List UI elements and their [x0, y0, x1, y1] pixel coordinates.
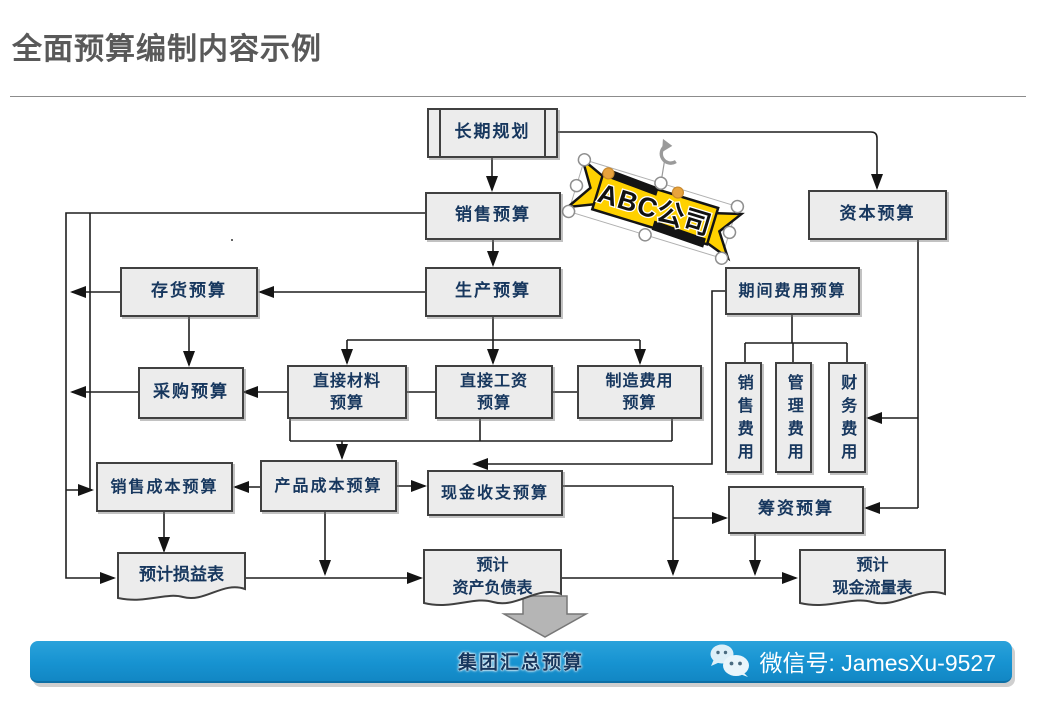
node-inventory-budget: 存货预算 — [120, 267, 258, 317]
document-shapes — [117, 549, 946, 607]
title-divider — [10, 96, 1026, 97]
page-title: 全面预算编制内容示例 — [12, 33, 322, 66]
doc-balance-sheet — [423, 549, 562, 607]
doc-income-statement — [117, 552, 246, 601]
node-direct-labor-budget: 直接工资 预算 — [435, 365, 553, 419]
node-production-budget: 生产预算 — [425, 267, 561, 317]
stray-dot — [231, 239, 233, 241]
node-financing-budget: 筹资预算 — [728, 486, 864, 534]
abc-company-banner[interactable]: ABC公司 — [561, 117, 756, 266]
node-period-expense-budget: 期间费用预算 — [725, 267, 860, 315]
ribbon-shape[interactable] — [563, 155, 745, 262]
node-cogs-budget: 销售成本预算 — [96, 462, 233, 512]
predefined-bar-right — [544, 110, 546, 156]
selection-handles[interactable] — [561, 152, 745, 265]
group-budget-bar: 集团汇总预算 微信号: JamesXu-9527 — [30, 641, 1012, 683]
wechat-watermark: 微信号: JamesXu-9527 — [709, 641, 996, 681]
doc-cashflow-statement — [799, 549, 946, 607]
node-sales-budget: 销售预算 — [425, 192, 561, 240]
node-cash-budget: 现金收支预算 — [427, 470, 563, 516]
node-direct-material-budget: 直接材料 预算 — [287, 365, 407, 419]
big-down-arrow — [501, 595, 589, 638]
node-mfg-overhead-budget: 制造费用 预算 — [577, 365, 702, 419]
node-purchase-budget: 采购预算 — [138, 367, 244, 419]
label-income-statement: 预计损益表 — [139, 565, 224, 585]
predefined-bar-left — [439, 110, 441, 156]
wechat-icon — [710, 644, 749, 677]
node-finance-expense: 财务费用 — [828, 362, 866, 473]
connectors — [65, 131, 919, 584]
wechat-id-text: 微信号: JamesXu-9527 — [759, 650, 996, 676]
label-balance-sheet: 预计 资产负债表 — [452, 555, 533, 598]
node-long-term-plan: 长期规划 — [427, 108, 558, 158]
node-product-cost-budget: 产品成本预算 — [260, 460, 397, 512]
group-budget-label: 集团汇总预算 — [457, 651, 585, 674]
label-cashflow-statement: 预计 现金流量表 — [832, 555, 913, 598]
node-admin-expense: 管理费用 — [775, 362, 812, 473]
node-capital-budget: 资本预算 — [808, 190, 947, 240]
adjust-handles[interactable] — [602, 165, 685, 202]
node-selling-expense: 销售费用 — [725, 362, 762, 473]
